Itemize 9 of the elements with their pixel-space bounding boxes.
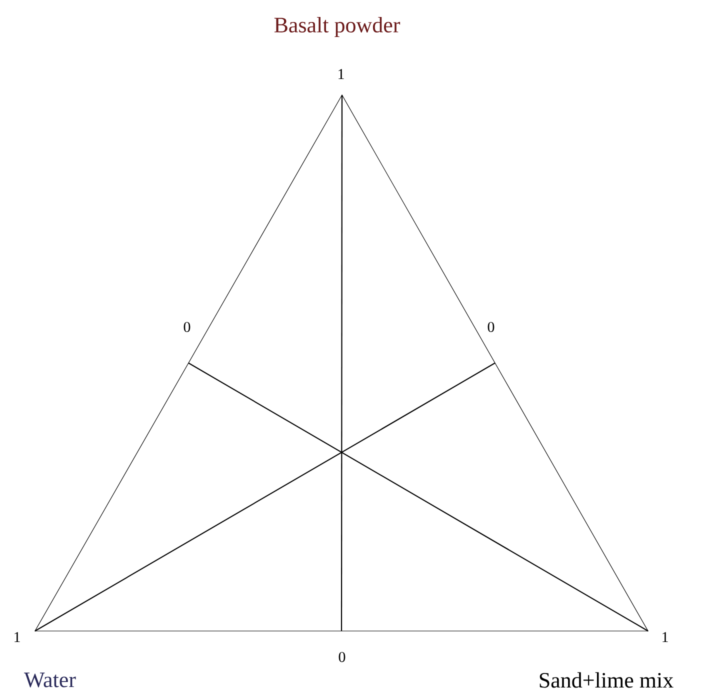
tick-value: 0 <box>338 652 346 662</box>
tick-value: 1 <box>14 632 20 642</box>
tick-value: 0 <box>184 322 190 332</box>
axis-title: Sand+lime mix <box>540 672 674 688</box>
axis-title: Basalt powder <box>274 17 400 37</box>
axis-title: Water <box>24 672 76 688</box>
tick-value: 0 <box>488 322 494 332</box>
tick-value: 1 <box>338 69 344 79</box>
tick-value: 1 <box>662 632 668 642</box>
